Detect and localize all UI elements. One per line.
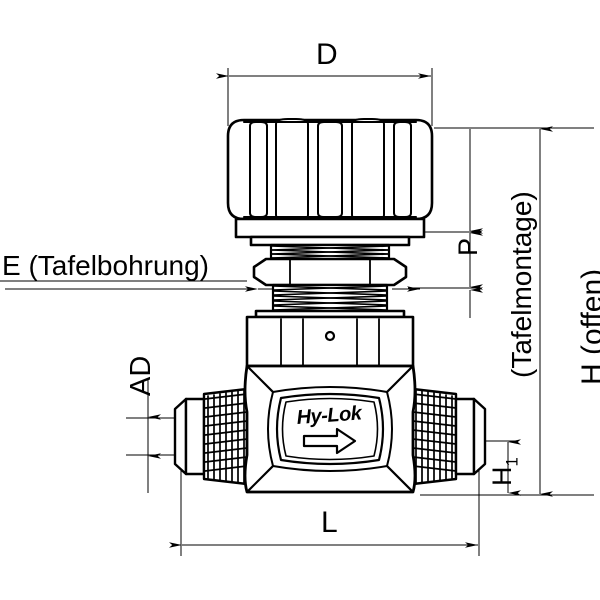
dimension-label-h1-subscript: 1 [502,457,522,467]
right-thread-hatch [412,389,457,485]
dimension-label-h-offen: H (offen) [576,268,600,385]
dimension-lines-thin [0,68,594,556]
flow-direction-arrow [302,427,357,455]
handle-collar [234,217,426,247]
panel-nut-facets [289,258,371,286]
bonnet-vent-hole [324,330,336,342]
valve-body-bevel [246,365,414,493]
upper-thread-hatch [270,245,390,267]
right-flare-nose [454,397,487,476]
handle-top-bottom-edges [243,121,417,218]
dimension-label-p: P [453,237,483,256]
dimension-label-h1-base: H [487,466,517,487]
dimension-label-ad: AD [125,355,157,396]
dimension-label-e: E (Tafelbohrung) [2,250,210,281]
valve-body-inner-edge [281,397,379,461]
left-flare-nose [173,397,206,476]
bonnet-facets [280,318,380,367]
brand-logo-text: Hy-Lok [295,402,363,429]
valve-outline [173,118,487,494]
lower-thread-hatch [272,285,388,311]
left-thread-hatch [204,389,248,485]
panel-nut [252,257,408,287]
dimension-label-d: D [316,38,338,71]
dimension-label-h1: H1 [487,457,522,487]
dimension-label-l: L [321,506,338,539]
dimension-label-tafelmontage: (Tafelmontage) [506,191,537,378]
